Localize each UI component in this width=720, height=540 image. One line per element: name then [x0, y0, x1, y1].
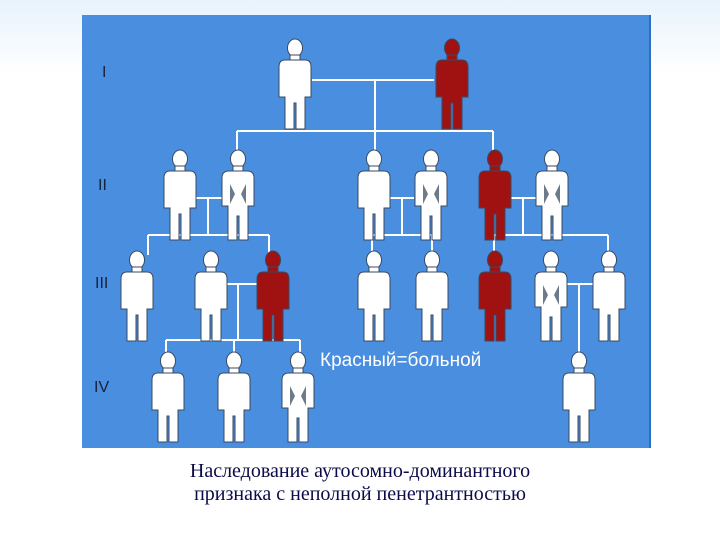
affected-male-ii-5	[478, 149, 512, 241]
healthy-male-i-1	[278, 38, 312, 130]
generation-label-4: IV	[94, 379, 109, 396]
healthy-male-iii-1	[120, 250, 154, 342]
healthy-male-iv-2	[217, 351, 251, 443]
affected-male-iii-3	[256, 250, 290, 342]
healthy-male-iii-4	[357, 250, 391, 342]
pedigree-panel: I II III IV	[82, 15, 651, 448]
pedigree-diagram: I II III IV	[94, 38, 626, 443]
descent-line-ii-a	[147, 198, 270, 255]
legend-text: Красный=больной	[320, 350, 481, 371]
slide-caption: Наследование аутосомно-доминантного приз…	[0, 460, 720, 506]
generation-label-3: III	[95, 275, 108, 292]
healthy-male-ii-3	[357, 149, 391, 241]
affected-male-iii-6	[478, 250, 512, 342]
healthy-female-iii-7	[534, 250, 568, 342]
descent-line-ii-b	[371, 198, 433, 255]
healthy-male-iii-5	[415, 250, 449, 342]
healthy-female-ii-4	[414, 149, 448, 241]
caption-line-1: Наследование аутосомно-доминантного	[189, 460, 531, 482]
affected-male-i-2	[435, 38, 469, 130]
pedigree-figures	[120, 38, 626, 443]
sibship-line-ii	[236, 130, 494, 155]
descent-line-iii-a	[165, 284, 301, 355]
generation-label-2: II	[98, 177, 107, 194]
healthy-female-ii-2	[221, 149, 255, 241]
generation-label-1: I	[102, 64, 106, 81]
healthy-male-ii-1	[163, 149, 197, 241]
healthy-male-iii-2	[194, 250, 228, 342]
healthy-female-iv-3	[281, 351, 315, 443]
healthy-male-iv-4	[562, 351, 596, 443]
healthy-male-iv-1	[151, 351, 185, 443]
healthy-male-iii-8	[592, 250, 626, 342]
caption-line-2: признака с неполной пенетрантностью	[194, 483, 526, 505]
healthy-female-ii-6	[535, 149, 569, 241]
